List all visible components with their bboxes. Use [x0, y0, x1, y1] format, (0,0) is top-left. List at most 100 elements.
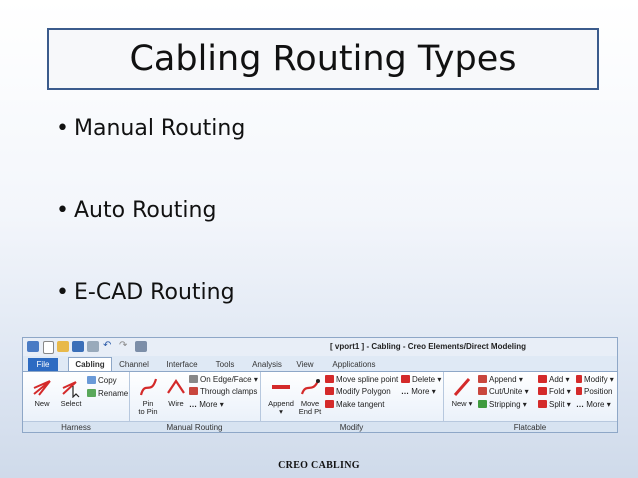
tab-view[interactable]: View [296, 360, 314, 369]
group-divider [443, 372, 444, 432]
settings-icon[interactable] [135, 341, 147, 352]
app-icon [27, 341, 39, 352]
group-label-modify: Modify [339, 423, 364, 432]
slide-title-box: Cabling Routing Types [47, 28, 599, 90]
make-tangent-icon [325, 400, 334, 408]
flatcable-modify-button[interactable]: Modify ▾ [576, 375, 614, 385]
ribbon-tabs: File Cabling Channel Interface Tools Ana… [23, 356, 617, 371]
modify-more-button[interactable]: … More ▾ [401, 387, 436, 396]
add-label: Add [549, 375, 564, 384]
pin-to-pin-label: Pin to Pin [138, 399, 158, 416]
tab-channel[interactable]: Channel [119, 360, 149, 369]
rename-icon [87, 389, 96, 397]
split-label: Split [549, 400, 565, 409]
tab-tools[interactable]: Tools [215, 360, 235, 369]
pin-to-pin-button[interactable]: Pin to Pin [135, 376, 161, 416]
ribbon-group-labels: Harness Manual Routing Modify Flatcable [23, 421, 617, 432]
flatcable-new-button[interactable]: New ▾ [449, 376, 475, 408]
select-harness-button[interactable]: Select [57, 376, 85, 408]
modify-more-label: More [411, 387, 430, 396]
bullet-item: •Auto Routing [56, 198, 245, 280]
stripping-button[interactable]: Stripping ▾ [478, 400, 527, 410]
wire-icon [167, 379, 185, 394]
group-label-flatcable: Flatcable [513, 423, 547, 432]
flatcable-more-button[interactable]: … More ▾ [576, 400, 611, 409]
add-button[interactable]: Add ▾ [538, 375, 569, 385]
bullet-text: Manual Routing [74, 116, 246, 141]
tab-applications[interactable]: Applications [332, 360, 376, 369]
append-button[interactable]: Append ▾ [266, 376, 296, 416]
group-divider [129, 372, 130, 432]
bullet-item: •E-CAD Routing [56, 280, 245, 362]
delete-icon [401, 375, 410, 383]
undo-icon[interactable]: ↶ [103, 340, 112, 351]
new-harness-label: New [34, 399, 50, 408]
group-divider [260, 372, 261, 432]
add-icon [538, 375, 547, 383]
bullet-item: •Manual Routing [56, 116, 245, 198]
stripping-label: Stripping [489, 400, 521, 409]
split-button[interactable]: Split ▾ [538, 400, 571, 410]
pin-to-pin-icon [139, 378, 158, 396]
move-spline-point-label: Move spline point [336, 375, 399, 384]
flatcable-new-icon [453, 378, 471, 396]
select-harness-label: Select [60, 399, 82, 408]
tab-interface[interactable]: Interface [166, 360, 198, 369]
group-label-manual-routing: Manual Routing [166, 423, 223, 432]
open-folder-icon[interactable] [57, 341, 69, 352]
slide-title: Cabling Routing Types [129, 39, 517, 79]
new-harness-button[interactable]: New [29, 376, 55, 408]
on-edge-face-label: On Edge/Face [200, 375, 252, 384]
save-icon[interactable] [72, 341, 84, 352]
redo-icon[interactable]: ↷ [119, 340, 128, 351]
manual-routing-more-label: More [199, 400, 218, 409]
wire-button[interactable]: Wire [163, 376, 189, 408]
cut-unite-label: Cut/Unite [489, 387, 523, 396]
copy-button[interactable]: Copy [87, 376, 117, 386]
flatcable-append-icon [478, 375, 487, 383]
through-clamps-icon [189, 387, 198, 395]
tab-analysis[interactable]: Analysis [252, 360, 282, 369]
bullet-list: •Manual Routing •Auto Routing •E-CAD Rou… [56, 116, 245, 362]
flatcable-more-label: More [586, 400, 605, 409]
tab-cabling[interactable]: Cabling [68, 357, 112, 371]
fold-button[interactable]: Fold ▾ [538, 387, 571, 397]
modify-polygon-button[interactable]: Modify Polygon [325, 387, 391, 397]
position-button[interactable]: Position [576, 387, 612, 397]
more-dots-icon: … [401, 387, 409, 396]
flatcable-append-button[interactable]: Append ▾ [478, 375, 523, 385]
copy-label: Copy [98, 376, 117, 385]
make-tangent-button[interactable]: Make tangent [325, 400, 384, 410]
harness-new-icon [33, 380, 51, 396]
move-end-pt-button[interactable]: Move End Pt [297, 376, 323, 416]
bullet-text: E-CAD Routing [74, 280, 235, 305]
modify-polygon-label: Modify Polygon [336, 387, 391, 396]
harness-select-icon [62, 381, 80, 398]
bullet-dot-icon: • [56, 198, 69, 223]
new-file-icon[interactable] [43, 341, 54, 354]
move-end-pt-label: Move End Pt [298, 399, 322, 416]
on-edge-face-button[interactable]: On Edge/Face ▾ [189, 375, 258, 385]
delete-label: Delete [412, 375, 436, 384]
bullet-text: Auto Routing [74, 198, 217, 223]
ribbon-panel: New Select Copy Rename Pin to Pin Wi [23, 371, 617, 422]
move-spline-point-button[interactable]: Move spline point [325, 375, 398, 385]
cabling-ribbon-screenshot: ↶ ↷ [ vport1 ] - Cabling - Creo Elements… [22, 337, 618, 433]
move-end-pt-icon [300, 379, 320, 395]
move-spline-point-icon [325, 375, 334, 383]
manual-routing-more-button[interactable]: … More ▾ [189, 400, 224, 409]
delete-button[interactable]: Delete ▾ [401, 375, 441, 385]
window-title: [ vport1 ] - Cabling - Creo Elements/Dir… [330, 342, 527, 351]
fold-icon [538, 387, 547, 395]
position-icon [576, 387, 582, 395]
through-clamps-button[interactable]: Through clamps [189, 387, 257, 397]
cut-unite-button[interactable]: Cut/Unite ▾ [478, 387, 529, 397]
rename-button[interactable]: Rename [87, 389, 128, 399]
tab-file[interactable]: File [28, 358, 58, 371]
stripping-icon [478, 400, 487, 408]
bullet-dot-icon: • [56, 116, 69, 141]
print-icon[interactable] [87, 341, 99, 352]
through-clamps-label: Through clamps [200, 387, 258, 396]
slide-footer: CREO CABLING [278, 460, 360, 471]
bullet-dot-icon: • [56, 280, 69, 305]
